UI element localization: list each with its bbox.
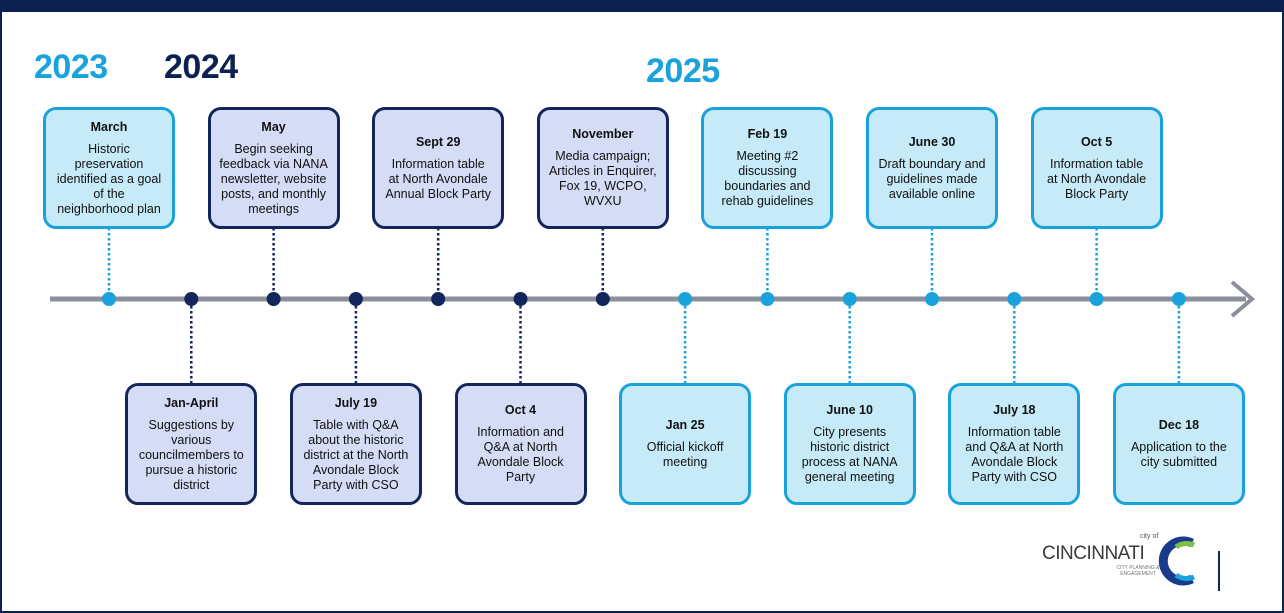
event-description: Suggestions by various councilmembers to…: [138, 417, 244, 492]
timeline-dot-5: [513, 292, 528, 306]
event-date: June 10: [826, 403, 873, 417]
event-date: May: [261, 119, 286, 134]
event-description: Application to the city submitted: [1130, 440, 1227, 469]
year-label-2025: 2025: [646, 52, 720, 90]
event-description: Information and Q&A at North Avondale Bl…: [477, 425, 564, 484]
event-card-9: June 10 City presents historic district p…: [783, 383, 916, 505]
event-date: November: [572, 127, 634, 141]
timeline-dot-2: [266, 292, 281, 306]
timeline-dot-8: [760, 292, 775, 306]
timeline-dot-1: [184, 292, 199, 306]
event-description: Information table and Q&A at North Avond…: [965, 425, 1064, 484]
event-card-3: July 19 Table with Q&A about the historic…: [289, 383, 422, 505]
event-card-12: Oct 5 Information table at North Avondale…: [1030, 107, 1163, 229]
timeline-dot-3: [348, 292, 363, 306]
year-label-2024: 2024: [164, 48, 238, 86]
event-description: City presents historic district process …: [801, 425, 898, 484]
timeline-dot-11: [1007, 292, 1022, 306]
event-date: Jan 25: [665, 418, 705, 432]
top-banner-bar: [0, 0, 1284, 12]
timeline-dot-12: [1089, 292, 1104, 306]
event-date: Dec 18: [1158, 418, 1200, 432]
event-card-10: June 30 Draft boundary and guidelines mad…: [866, 107, 998, 229]
timeline-dot-0: [102, 292, 116, 306]
cincinnati-logo: city of CINCINNATI CITY PLANNING & ENGAG…: [1028, 527, 1228, 597]
event-date: July 18: [993, 403, 1036, 417]
timeline-dot-7: [678, 292, 693, 306]
event-card-13: Dec 18 Application to the city submitted: [1112, 383, 1245, 505]
logo-wordmark: CINCINNATI: [1042, 543, 1145, 564]
event-date: Feb 19: [747, 127, 788, 141]
timeline-dot-4: [431, 292, 446, 306]
event-description: Begin seeking feedback via NANA newslett…: [219, 141, 328, 216]
event-date: March: [90, 119, 128, 134]
event-description: Media campaign; Articles in Enquirer, Fo…: [548, 149, 657, 208]
event-card-5: Oct 4 Information and Q&A at North Avonda…: [454, 383, 587, 505]
timeline-dot-10: [925, 292, 939, 306]
event-card-11: July 18 Information table and Q&A at Nort…: [948, 383, 1081, 505]
event-date: Sept 29: [415, 134, 461, 149]
event-card-7: Jan 25 Official kickoff meeting: [619, 383, 752, 505]
timeline-dot-6: [595, 292, 610, 306]
logo-city-of: city of: [1140, 533, 1159, 540]
logo-divider: [1218, 551, 1220, 591]
timeline-dot-9: [842, 292, 857, 306]
event-date: July 19: [334, 395, 378, 410]
event-date: Oct 5: [1080, 134, 1113, 149]
event-description: Information table at North Avondale Bloc…: [1047, 156, 1147, 201]
event-description: Meeting #2 discussing boundaries and reh…: [721, 149, 814, 208]
logo-c-mark-icon: [1158, 536, 1196, 586]
event-description: Information table at North Avondale Annu…: [385, 156, 491, 201]
event-description: Historic preservation identified as a go…: [56, 141, 162, 216]
event-date: Oct 4: [504, 403, 537, 417]
event-description: Official kickoff meeting: [646, 440, 724, 469]
event-card-8: Feb 19 Meeting #2 discussing boundaries a…: [701, 107, 834, 229]
event-card-4: Sept 29 Information table at North Avonda…: [372, 107, 505, 229]
logo-subtext: CITY PLANNING & ENGAGEMENT: [1116, 565, 1160, 577]
event-date: June 30: [908, 134, 956, 149]
event-description: Table with Q&A about the historic distri…: [303, 417, 409, 492]
year-label-2023: 2023: [34, 48, 108, 86]
event-date: Jan-April: [164, 395, 219, 410]
event-description: Draft boundary and guidelines made avail…: [878, 156, 986, 201]
timeline-dot-13: [1171, 292, 1186, 306]
timeline-arrow-icon: [1230, 280, 1256, 318]
